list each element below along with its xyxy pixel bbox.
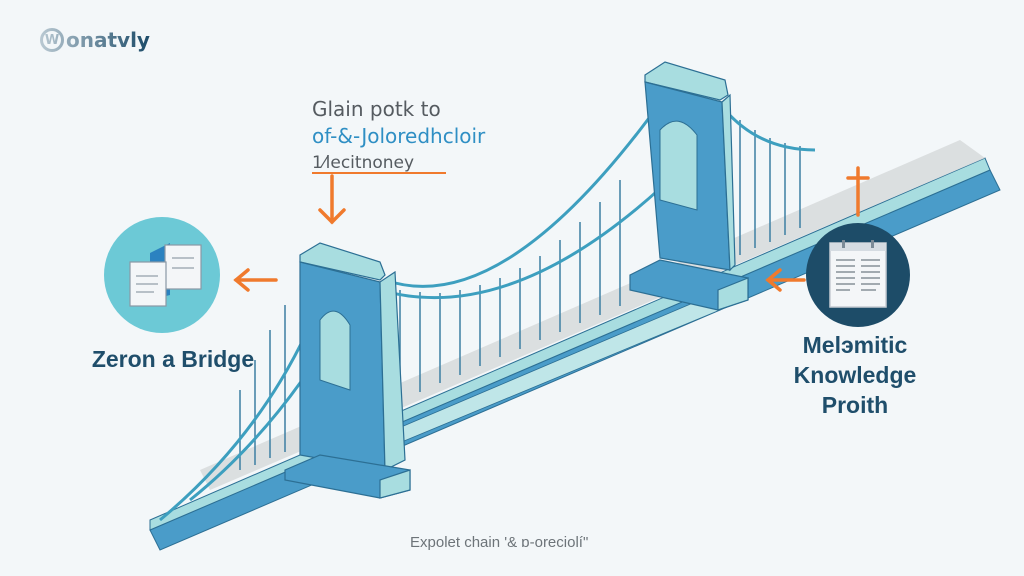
arrow-down-icon: [318, 174, 346, 225]
documents-icon: [129, 243, 202, 307]
left-node-label: Zeron a Bridge: [91, 346, 255, 372]
callout-line-3: 1⁄lecitnoney: [312, 153, 415, 173]
right-label-line-2: Knowledge: [793, 362, 917, 388]
right-label-line-1: Melэmitic: [802, 332, 908, 358]
right-node-label: Melэmitic Knowledge Proith: [780, 330, 930, 420]
right-label-line-3: Proith: [821, 392, 889, 418]
cross-marker-icon: [846, 166, 870, 217]
callout-text: Glain potk to of-&-Joloredhcloir 1⁄lecit…: [312, 96, 485, 177]
right-tower: [629, 61, 749, 311]
callout-line-1: Glain potk to: [312, 97, 441, 121]
right-node: [806, 223, 910, 327]
callout-line-2: of-&-Joloredhcloir: [312, 124, 486, 148]
callout-underline: [312, 172, 446, 174]
arrow-left-icon: [233, 268, 278, 292]
arrow-right-node-icon: [765, 268, 806, 292]
caption: Expolet chain '& ɒ-oreciolí": [410, 534, 589, 551]
notepad-icon: [829, 240, 887, 308]
left-node: [104, 217, 220, 333]
